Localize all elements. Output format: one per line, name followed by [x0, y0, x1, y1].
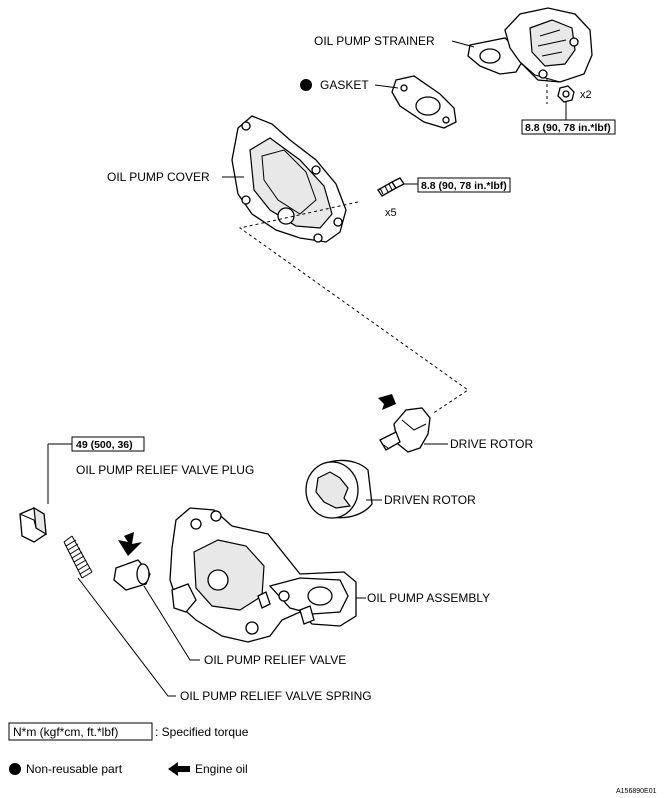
- nonreusable-mark: [300, 79, 312, 91]
- cover-torque-box: [417, 177, 511, 193]
- strainer-label: OIL PUMP STRAINER: [314, 34, 435, 48]
- legend-engine-oil-icon: [168, 762, 190, 776]
- gasket: [391, 75, 457, 129]
- gasket-label: GASKET: [320, 78, 369, 92]
- drive-rotor: [379, 407, 431, 453]
- legend-nonreusable-icon: [9, 763, 21, 775]
- relief-spring-label: OIL PUMP RELIEF VALVE SPRING: [180, 689, 372, 703]
- legend-torque-box: [8, 722, 153, 741]
- cover-bolt-qty: x5: [385, 207, 397, 219]
- relief-valve-spring: [63, 535, 93, 579]
- engine-oil-arrow-rotor: [378, 394, 396, 410]
- legend-nonreusable-text: Non-reusable part: [26, 762, 123, 776]
- engine-oil-arrow-valve: [118, 532, 142, 556]
- assembly-label: OIL PUMP ASSEMBLY: [367, 591, 490, 605]
- oil-pump-cover: [231, 115, 347, 243]
- relief-valve: [113, 559, 151, 591]
- relief-valve-label: OIL PUMP RELIEF VALVE: [204, 653, 346, 667]
- strainer-nut-qty: x2: [580, 89, 592, 101]
- legend-engine-oil-text: Engine oil: [195, 762, 248, 776]
- relief-plug-label: OIL PUMP RELIEF VALVE PLUG: [76, 463, 254, 477]
- strainer-torque-box: [521, 119, 616, 135]
- driven-rotor-label: DRIVEN ROTOR: [384, 493, 476, 507]
- strainer-nut: [557, 85, 575, 103]
- strainer-leader: [451, 40, 475, 48]
- cover-torque: 8.8 (90, 78 in.*lbf): [421, 180, 507, 192]
- relief-valve-plug: [19, 506, 47, 543]
- legend-torque-units: N*m (kgf*cm, ft.*lbf): [13, 725, 118, 739]
- alignment-line: [238, 201, 469, 415]
- oil-pump-strainer: [467, 7, 593, 104]
- oil-pump-assembly: [169, 507, 357, 643]
- strainer-torque: 8.8 (90, 78 in.*lbf): [525, 122, 611, 134]
- cover-label: OIL PUMP COVER: [107, 170, 210, 184]
- driven-rotor: [305, 459, 373, 519]
- plug-torque: 49 (500, 36): [76, 439, 133, 451]
- plug-torque-box: [71, 436, 145, 452]
- drive-rotor-label: DRIVE ROTOR: [450, 437, 533, 451]
- legend: N*m (kgf*cm, ft.*lbf) : Specified torque…: [8, 722, 249, 776]
- legend-torque-text: : Specified torque: [155, 725, 249, 739]
- figure-id: A156890E01: [616, 788, 657, 795]
- cover-bolt: [377, 177, 405, 197]
